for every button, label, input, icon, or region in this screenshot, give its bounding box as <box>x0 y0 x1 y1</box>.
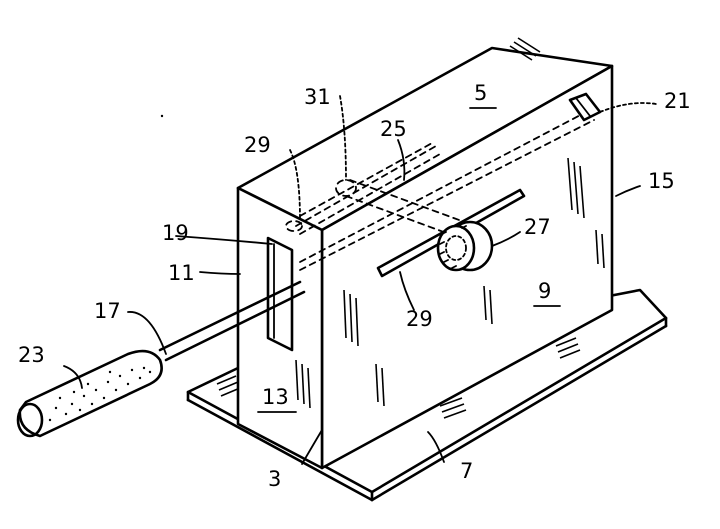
label-15: 15 <box>648 169 675 193</box>
leader-lines <box>63 95 657 465</box>
stray-mark <box>160 114 164 118</box>
label-31: 31 <box>304 85 331 109</box>
rod <box>158 280 306 362</box>
knob <box>436 220 494 272</box>
pad <box>16 349 163 438</box>
label-11: 11 <box>168 261 195 285</box>
label-9: 9 <box>538 279 551 303</box>
side-slot <box>376 188 526 278</box>
label-19: 19 <box>162 221 189 245</box>
label-7: 7 <box>460 459 473 483</box>
label-17: 17 <box>94 299 121 323</box>
end-wall <box>236 186 324 470</box>
label-23: 23 <box>18 343 45 367</box>
end-slot <box>266 236 294 352</box>
label-3: 3 <box>268 467 281 491</box>
label-5: 5 <box>474 81 487 105</box>
label-29-side: 29 <box>406 307 433 331</box>
label-25: 25 <box>380 117 407 141</box>
label-13: 13 <box>262 385 289 409</box>
label-27: 27 <box>524 215 551 239</box>
label-21: 21 <box>664 89 691 113</box>
hidden-parts <box>285 109 595 271</box>
label-29-top: 29 <box>244 133 271 157</box>
